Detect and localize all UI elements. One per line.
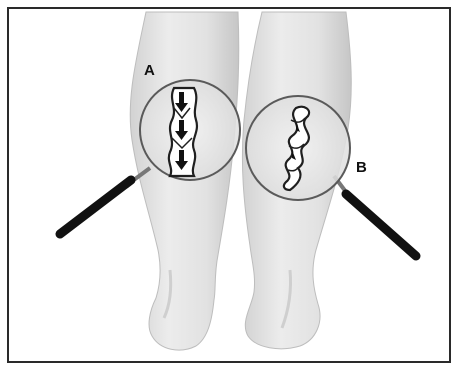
healthy-vein	[169, 88, 197, 176]
label-a: A	[144, 62, 155, 79]
label-b: B	[356, 159, 367, 176]
